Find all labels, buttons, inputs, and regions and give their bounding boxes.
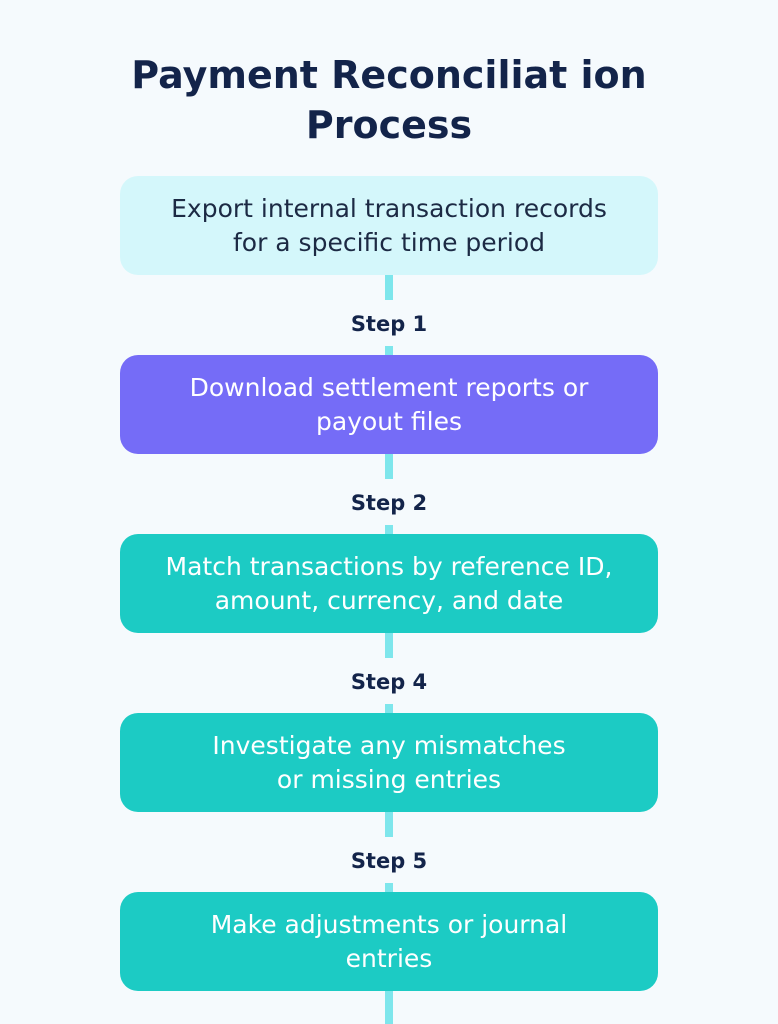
process-step-box: Make adjustments or journal entries: [120, 892, 658, 991]
process-step-text: Match transactions by reference ID,: [165, 551, 613, 581]
connector-line: [385, 811, 393, 837]
process-step-box: Match transactions by reference ID, amou…: [120, 534, 658, 633]
step-label: Step 1: [350, 312, 428, 336]
connector-line: [385, 525, 393, 535]
process-step-text: for a specific time period: [232, 227, 546, 257]
process-step-text: Make adjustments or journal: [210, 909, 568, 939]
page-title-line-2: Process: [305, 103, 473, 147]
process-step-text: entries: [345, 943, 433, 973]
connector-line: [385, 883, 393, 893]
step-label: Step 4: [350, 670, 428, 694]
connector-line: [385, 990, 393, 1024]
process-step-text: payout files: [316, 406, 462, 436]
process-step-box: Investigate any mismatches or missing en…: [120, 713, 658, 812]
process-step-box: Download settlement reports or payout fi…: [120, 355, 658, 454]
process-step-text: Export internal transaction records: [171, 193, 607, 223]
process-step-text: amount, currency, and date: [214, 585, 564, 615]
process-step-box: Export internal transaction records for …: [120, 176, 658, 275]
connector-line: [385, 346, 393, 356]
process-step-text: or missing entries: [276, 764, 502, 794]
process-step-text: Investigate any mismatches: [212, 730, 566, 760]
connector-line: [385, 704, 393, 714]
step-label: Step 2: [350, 491, 428, 515]
connector-line: [385, 632, 393, 658]
connector-line: [385, 453, 393, 479]
page-title: Payment Reconciliat ion Process: [100, 50, 678, 150]
step-label: Step 5: [350, 849, 428, 873]
process-step-text: Download settlement reports or: [189, 372, 589, 402]
connector-line: [385, 274, 393, 300]
page-title-line-1: Payment Reconciliat ion: [131, 53, 647, 97]
